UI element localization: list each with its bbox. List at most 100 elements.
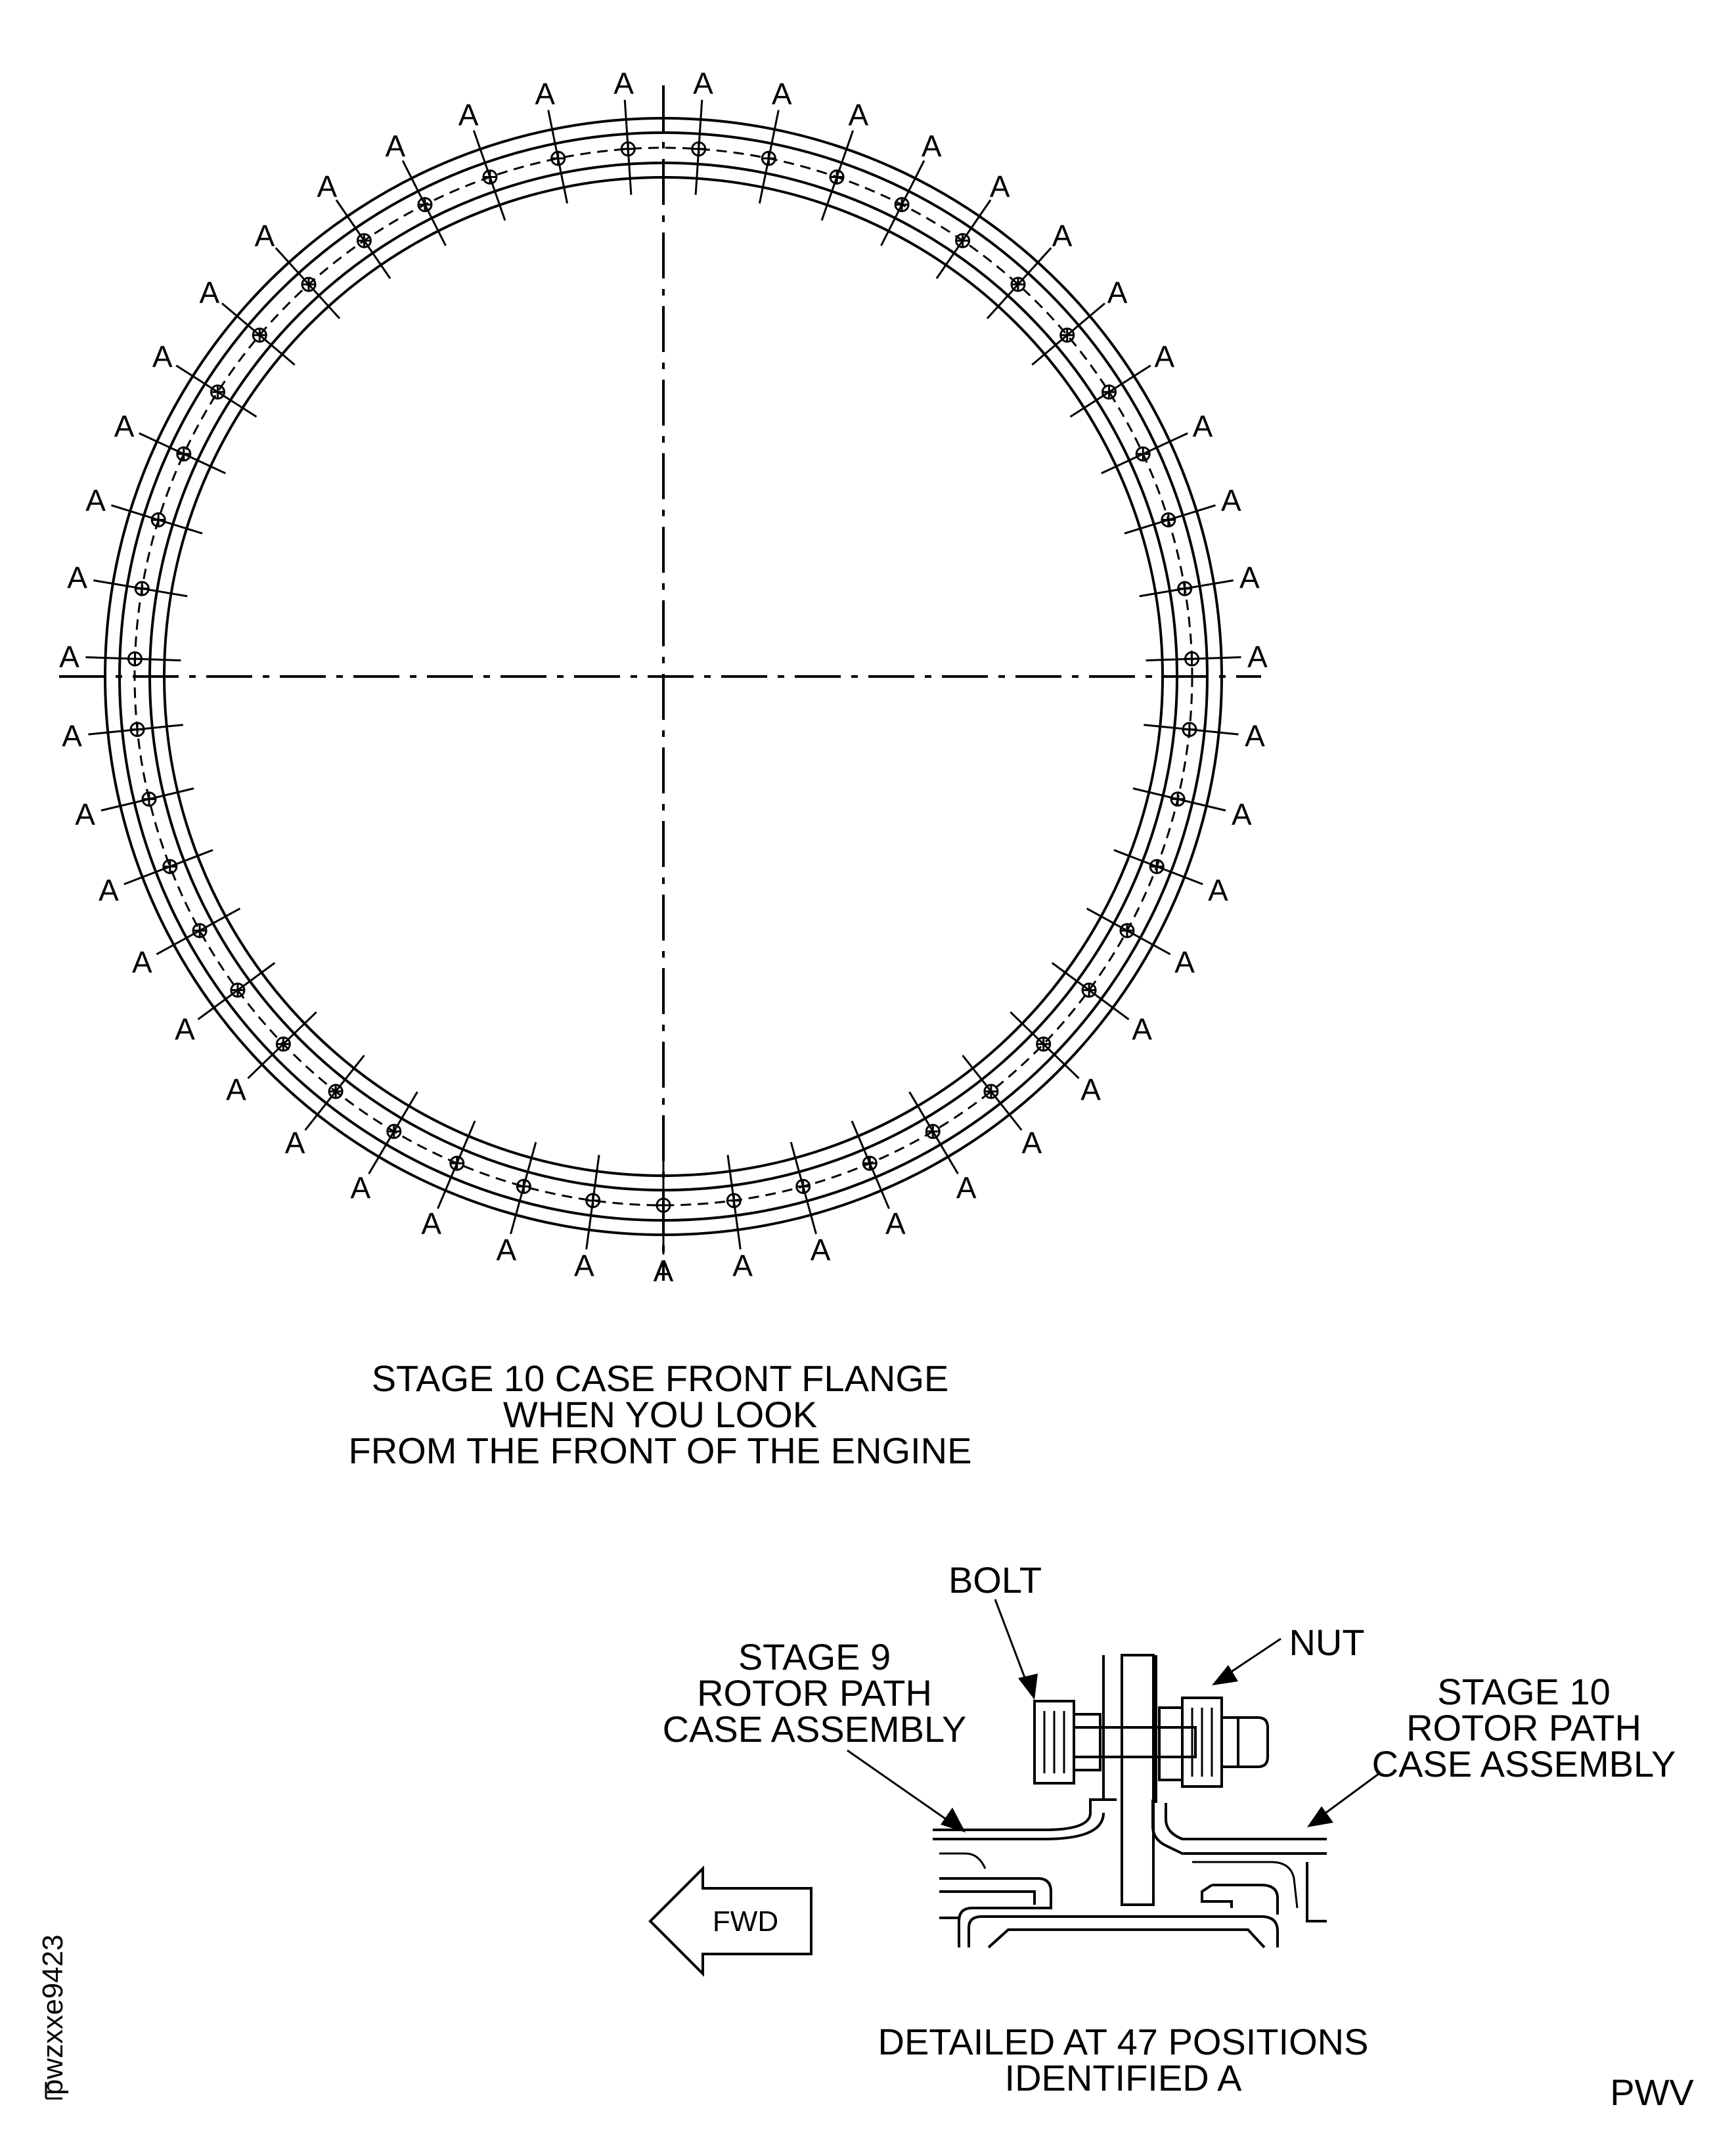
bolt-hole-crosshair [450,1157,464,1170]
stage9-arrowhead-icon [941,1808,966,1832]
detail-caption-line-2: IDENTIFIED A [1005,2057,1243,2098]
bolt-hole-crosshair [177,447,190,461]
flange-caption-line-3: FROM THE FRONT OF THE ENGINE [349,1430,972,1471]
position-label-a: A [317,169,337,204]
bolt-hole-crosshair [302,277,316,291]
bolt-hole-crosshair [1171,792,1185,806]
bolt-position-tick [304,1054,365,1131]
nut-arrowhead-icon [1212,1665,1238,1685]
bolt-hole-crosshair [193,923,207,937]
position-label-a: A [497,1233,517,1267]
bolt-hole-crosshair [621,142,635,156]
bolt-hole-crosshair [657,1199,670,1212]
bolt-hole-crosshair [692,142,705,156]
position-label-a: A [385,129,405,163]
position-label-a: A [152,340,173,374]
position-label-a: A [59,640,79,674]
bolt-hole-crosshair [863,1157,877,1170]
bolt-hole-crosshair [727,1193,741,1207]
flange-caption-line-2: WHEN YOU LOOK [503,1394,817,1435]
stage9-case-top-skin-inner [933,1812,1105,1840]
bolt-hole-crosshair [1150,860,1164,874]
position-label-a: A [654,1254,674,1288]
bolt-hole-crosshair [329,1084,343,1098]
position-label-a: A [114,409,135,443]
position-label-a: A [956,1171,977,1205]
mating-flange-web [1121,1654,1155,1906]
bolt-hole-crosshair [1161,513,1175,527]
position-label-a: A [255,219,275,253]
position-label-a: A [574,1249,594,1283]
position-label-a: A [613,66,634,100]
position-label-a: A [75,797,95,832]
stage10-arrowhead-icon [1307,1806,1333,1827]
position-label-a: A [85,483,106,518]
stage10-case-aft [1306,1862,1327,1922]
position-label-a: A [1132,1012,1152,1046]
bolt-hole-crosshair [357,234,371,248]
position-label-a: A [1107,276,1128,310]
position-label-a: A [175,1012,195,1046]
bolt-hole-crosshair [387,1124,401,1138]
position-label-a: A [285,1126,305,1160]
bolt-hole-crosshair [830,170,844,184]
stage10-hook-tip [1201,1884,1233,1908]
bolt-arrowhead-icon [1018,1674,1038,1700]
bolt-position-tick [1031,302,1105,366]
stage9-case-top-skin [933,1798,1117,1831]
position-label-a: A [535,77,555,111]
position-label-a: A [67,560,87,594]
position-label-a: A [1208,873,1228,907]
position-label-a: A [1239,560,1260,594]
bolt-hole-crosshair [128,652,142,666]
position-label-a: A [1247,640,1268,674]
bolt-hole-crosshair [1011,277,1025,291]
stage10-label-line-2: ROTOR PATH [1406,1707,1641,1748]
bolt-position-tick [986,247,1052,319]
position-label-a: A [458,98,479,132]
stage9-case-lip [939,1852,987,1869]
nut-label: NUT [1289,1622,1364,1663]
inner-shroud [968,1915,1279,1947]
position-label-a: A [350,1171,370,1205]
bolt-position-tick [221,302,296,366]
flange-caption: STAGE 10 CASE FRONT FLANGE WHEN YOU LOOK… [349,1358,972,1471]
bolt-hole-crosshair [926,1124,940,1138]
bolt-leader [994,1599,1031,1692]
bolt-hole-crosshair [1136,447,1150,461]
joint-section-detail: FWD [648,1559,1676,2098]
bolt-hole-crosshair [1036,1037,1050,1051]
position-label-a: A [1174,945,1195,979]
position-label-a: A [226,1073,246,1107]
stage10-hook [1212,1884,1279,1915]
position-label-a: A [922,129,942,163]
stage10-case-web [1192,1861,1299,1909]
bolt-hole-crosshair [551,152,565,166]
stage10-case-flange [1151,1800,1327,1855]
bolt-hole-crosshair [418,198,432,211]
bolt-hole-crosshair [211,385,225,399]
bolt-position-tick [962,1054,1023,1131]
position-label-a: A [1154,340,1174,374]
bolt-hole-crosshair [483,170,497,184]
position-label-a: A [1052,219,1073,253]
bolt-hole-crosshair [517,1180,531,1193]
bolt-hole-crosshair [1178,582,1191,596]
bolt-hole-crosshair [796,1180,810,1193]
position-label-a: A [1232,797,1252,832]
bolt-hole-crosshair [131,722,145,736]
bolt-hole-crosshair [277,1037,290,1051]
flange-caption-line-1: STAGE 10 CASE FRONT FLANGE [372,1358,949,1399]
stage10-label-line-3: CASE ASSEMBLY [1372,1743,1676,1785]
bolt-hole-crosshair [1060,328,1074,342]
position-label-a: A [885,1207,906,1241]
nut-retainer-clip [1238,1716,1269,1768]
bolt-hole-crosshair [1082,983,1096,997]
position-label-a: A [1245,719,1265,753]
position-label-a: A [732,1249,753,1283]
stage9-label-line-3: CASE ASSEMBLY [663,1708,967,1750]
position-label-a: A [1221,483,1241,518]
